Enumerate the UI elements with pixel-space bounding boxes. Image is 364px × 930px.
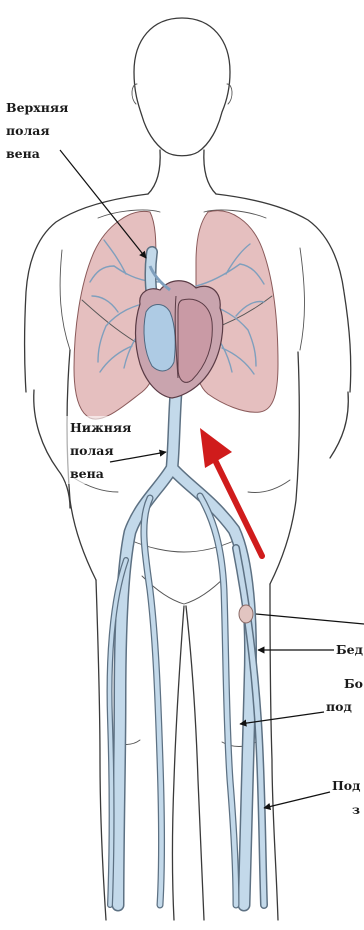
svg-text:Под: Под: [332, 778, 360, 793]
svg-text:Бед: Бед: [336, 642, 363, 657]
svg-text:вена: вена: [70, 466, 104, 481]
svg-text:Бо: Бо: [344, 676, 363, 691]
vein-tree: [110, 392, 264, 905]
label-femoral-vein: Бед: [256, 614, 364, 657]
saphenofemoral-junction: [239, 605, 253, 623]
svg-text:з: з: [352, 802, 360, 817]
svg-text:под: под: [326, 699, 352, 714]
svg-text:вена: вена: [6, 146, 40, 161]
svg-text:полая: полая: [6, 123, 50, 138]
label-inferior-vena-cava: Нижняя полая вена: [66, 416, 166, 484]
label-small-saphenous-vein: Под з: [264, 778, 360, 817]
svg-text:Верхняя: Верхняя: [6, 100, 68, 115]
svg-text:Нижняя: Нижняя: [70, 420, 131, 435]
svg-text:полая: полая: [70, 443, 114, 458]
